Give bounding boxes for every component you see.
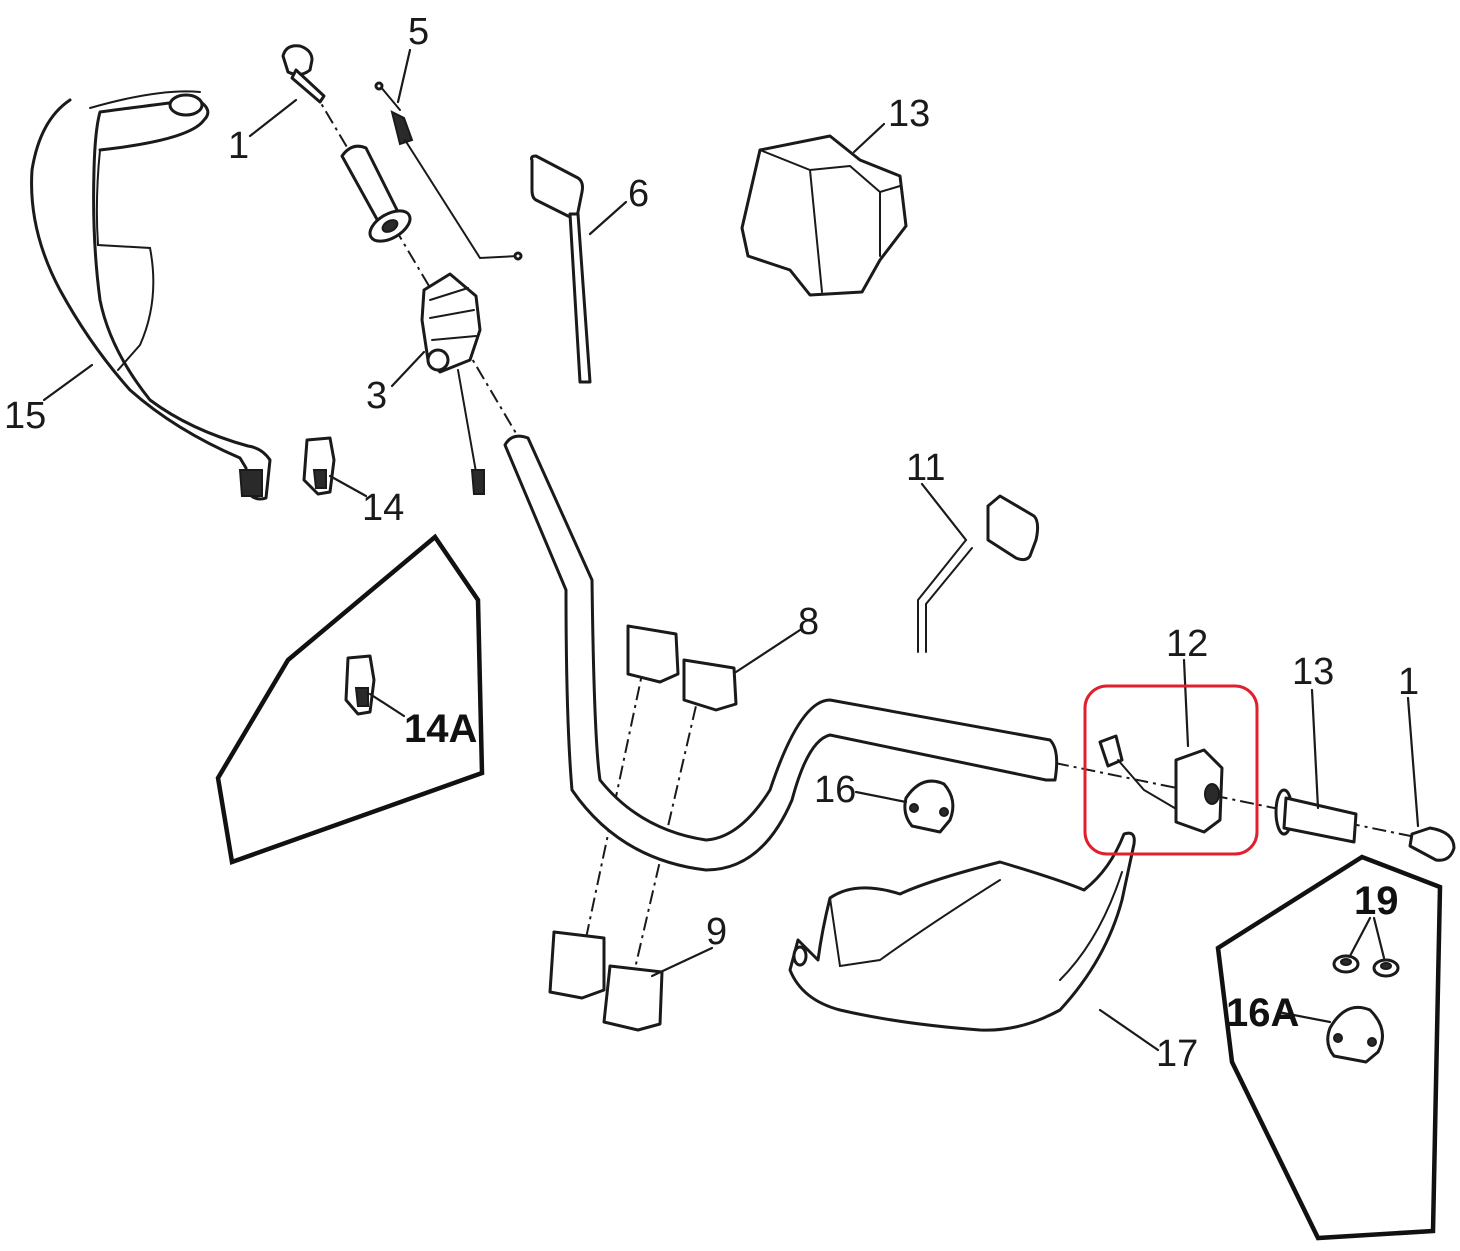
bar-pad-part-13-top (740, 134, 908, 297)
callout-9: 9 (706, 911, 727, 953)
callout-16A: 16A (1226, 991, 1299, 1035)
callout-13-right: 13 (1292, 651, 1334, 693)
handlebar (503, 434, 1059, 872)
callout-19: 19 (1354, 879, 1399, 923)
leader-lines (42, 48, 1420, 1052)
callout-8: 8 (798, 601, 819, 643)
axis-right-grip (1054, 762, 1431, 841)
mount-part-16 (903, 779, 955, 834)
callout-11: 11 (906, 447, 945, 489)
right-handguard-part-17 (788, 831, 1136, 1032)
callout-3: 3 (366, 375, 387, 417)
right-switch-part-12 (1098, 734, 1224, 834)
switch-housing-part-3 (420, 272, 485, 495)
left-mirror-part-6 (530, 154, 592, 384)
callout-5: 5 (408, 11, 429, 53)
callout-1-right: 1 (1398, 661, 1419, 703)
nuts-part-19 (1332, 954, 1400, 978)
right-mirror-part-11 (917, 494, 1040, 653)
upper-clamp-part-8 (626, 624, 738, 712)
callout-15: 15 (4, 395, 46, 437)
callout-1-top: 1 (228, 125, 249, 167)
callout-6: 6 (628, 173, 649, 215)
bar-end-part-1-top (281, 44, 326, 104)
callout-16: 16 (814, 769, 856, 811)
callout-14A: 14A (404, 707, 477, 751)
lower-clamp-part-9 (548, 930, 664, 1032)
clamp-part-14 (302, 436, 336, 496)
callout-12: 12 (1166, 623, 1208, 665)
axis-left-grip (311, 87, 521, 441)
right-grip-part-13 (1274, 788, 1358, 844)
left-handguard-part-15 (30, 90, 272, 501)
callout-13-top: 13 (888, 93, 930, 135)
callout-17: 17 (1156, 1033, 1198, 1075)
left-grip (340, 144, 412, 243)
throttle-cable-part-5 (374, 81, 523, 261)
mount-part-16A (1326, 1005, 1384, 1064)
bar-end-part-1-right (1408, 826, 1456, 862)
callout-14: 14 (362, 487, 404, 529)
clamp-part-14A (344, 654, 376, 716)
highlight-box-part-12 (1083, 684, 1259, 856)
